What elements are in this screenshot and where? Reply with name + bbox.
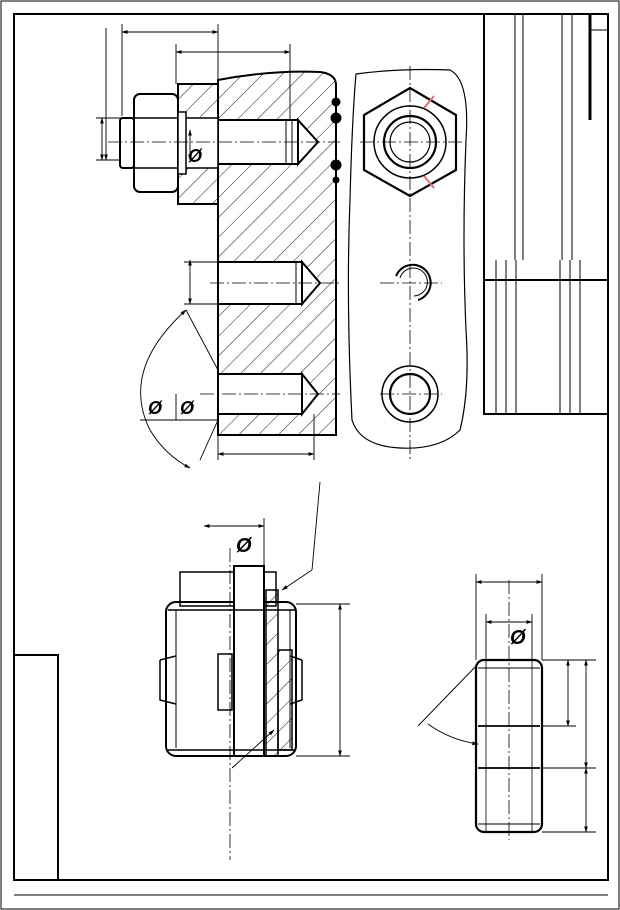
section-dimensions bbox=[96, 24, 315, 469]
bushing-view bbox=[159, 548, 303, 860]
diameter-label-bolt: Ø bbox=[188, 146, 203, 166]
diameter-label-nut: Ø bbox=[510, 627, 527, 649]
side-assembly-view bbox=[483, 13, 609, 415]
section-view bbox=[108, 70, 342, 436]
diameter-label-pair-b: Ø bbox=[180, 398, 195, 418]
diameter-label-pair-a: Ø bbox=[148, 398, 163, 418]
bushing-dimensions bbox=[203, 481, 350, 769]
nut-dimensions bbox=[417, 574, 596, 833]
diameter-label-main: Ø bbox=[236, 535, 253, 557]
nut-view bbox=[474, 580, 544, 840]
plan-view bbox=[347, 66, 468, 460]
